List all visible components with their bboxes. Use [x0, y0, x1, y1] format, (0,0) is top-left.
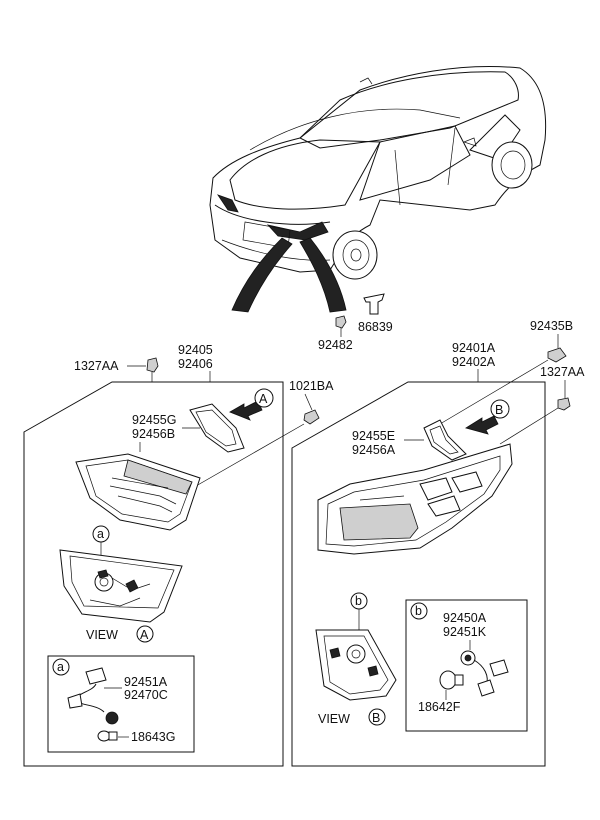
lamp-housing-view-A: [59, 549, 183, 623]
view-B-circle: [368, 708, 386, 726]
label-92450A: 92450A: [443, 611, 487, 625]
callout-circle-A: [254, 388, 274, 408]
right-assembly-frame: [291, 381, 546, 767]
nut-1327AA-left-icon: [146, 357, 159, 373]
wiring-socket-right-icon: [460, 650, 509, 697]
callout-circle-b-box: [410, 602, 428, 620]
callout-circle-B: [490, 399, 510, 419]
label-92451A: 92451A: [124, 675, 168, 689]
callout-b-upper: b: [355, 594, 362, 608]
label-86839: 86839: [358, 320, 393, 334]
bulb-socket-box-a: [47, 655, 195, 753]
vehicle-illustration: [209, 66, 547, 280]
bolt-92435B-icon: [547, 347, 567, 363]
wiring-socket-left-icon: [67, 667, 119, 725]
label-92456B: 92456B: [132, 427, 175, 441]
direction-arrow-B: [465, 415, 499, 435]
bulb-18643G-icon: [97, 730, 118, 742]
lamp-pointer-arrow-right: [299, 237, 347, 313]
gasket-92455E-icon: [423, 419, 467, 461]
label-1021BA: 1021BA: [289, 379, 334, 393]
label-92455E: 92455E: [352, 429, 395, 443]
label-92401A: 92401A: [452, 341, 496, 355]
callout-b-box: b: [415, 604, 422, 618]
label-92435B: 92435B: [530, 319, 573, 333]
view-A-label: VIEW: [86, 628, 118, 642]
left-assembly-frame: [23, 381, 284, 767]
lamp-housing-view-B: [315, 629, 397, 701]
label-92456A: 92456A: [352, 443, 396, 457]
label-18642F: 18642F: [418, 700, 461, 714]
label-1327AA-right: 1327AA: [540, 365, 585, 379]
nut-1327AA-right-icon: [557, 397, 571, 411]
callout-a-box: a: [57, 660, 64, 674]
label-92405: 92405: [178, 343, 213, 357]
label-92455G: 92455G: [132, 413, 176, 427]
outer-tail-lamp-right: [317, 443, 513, 555]
label-92451K: 92451K: [443, 625, 487, 639]
label-92482: 92482: [318, 338, 353, 352]
label-92402A: 92402A: [452, 355, 496, 369]
callout-circle-a-box: [52, 658, 70, 676]
bolt-1021BA-icon: [303, 409, 320, 425]
gasket-92455G-icon: [189, 403, 245, 453]
bulb-18642F-icon: [439, 670, 464, 690]
label-92406: 92406: [178, 357, 213, 371]
view-A-letter: A: [140, 628, 149, 642]
label-18643G: 18643G: [131, 730, 175, 744]
callout-B: B: [495, 403, 503, 417]
lamp-pointer-arrow-left: [231, 237, 293, 313]
label-92470C: 92470C: [124, 688, 168, 702]
view-B-label: VIEW: [318, 712, 350, 726]
inner-tail-lamp-left: [75, 453, 201, 531]
view-B-letter: B: [372, 711, 380, 725]
label-1327AA-left: 1327AA: [74, 359, 119, 373]
view-A-circle: [136, 625, 154, 643]
callout-A: A: [259, 392, 268, 406]
bulb-socket-box-b: [405, 599, 528, 732]
part-92482-icon: [335, 315, 347, 329]
callout-a-upper: a: [97, 527, 104, 541]
part-86839-icon: [363, 293, 385, 315]
